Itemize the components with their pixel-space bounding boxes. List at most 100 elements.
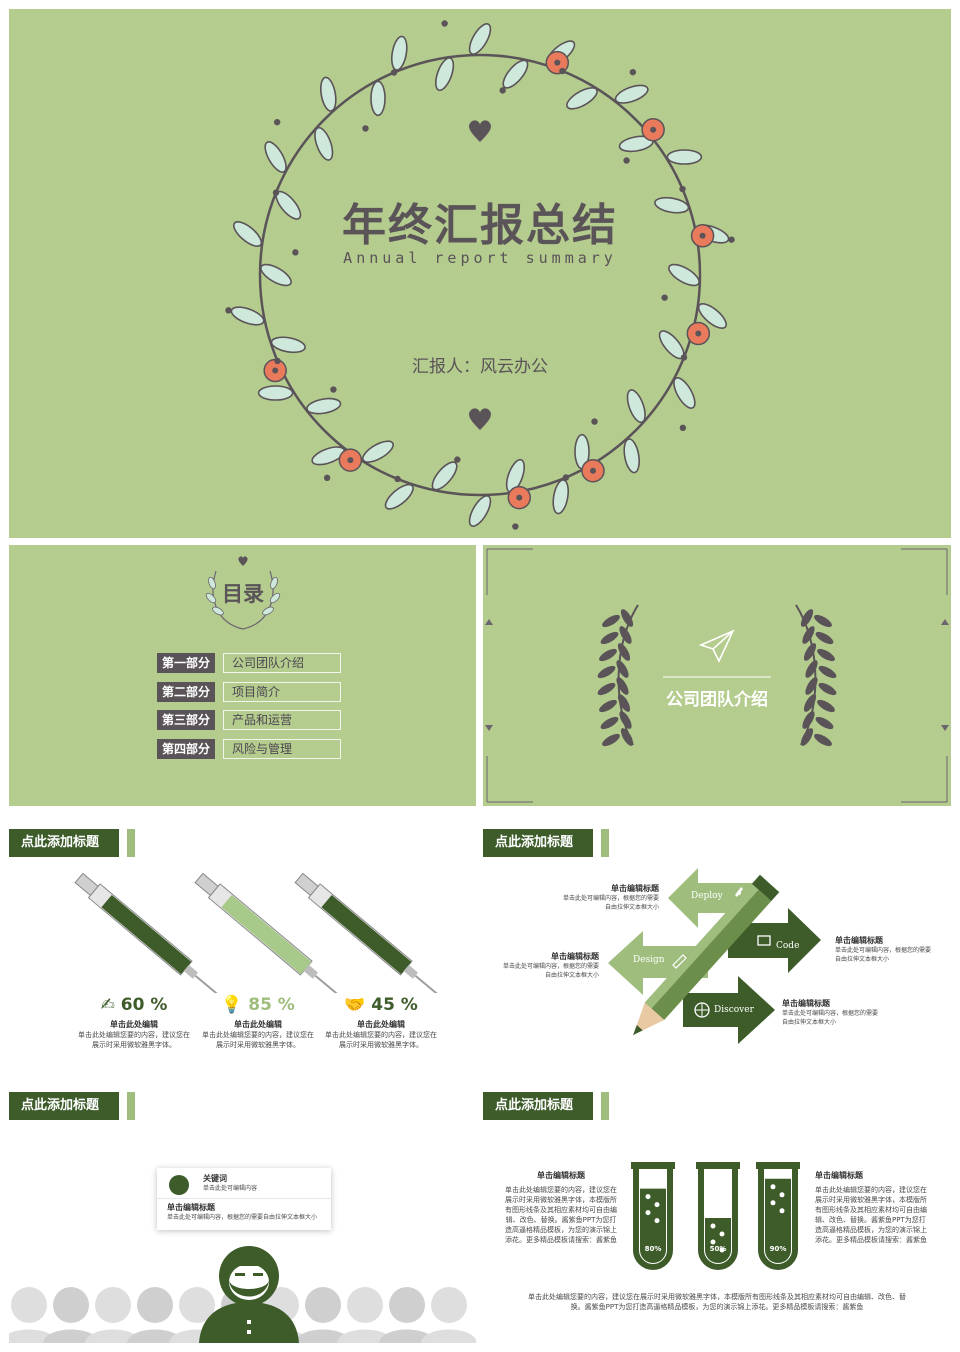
heart-icon <box>469 120 491 142</box>
block-title: 单击编辑标题 <box>835 936 883 945</box>
edit-desc: 单击此处可编辑内容，根据您的需要自由拉伸文本框大小 <box>167 1214 318 1221</box>
leaf-icon <box>233 221 263 247</box>
tube-level-label: 90% <box>770 1245 787 1253</box>
cover-title: 年终汇报总结 <box>342 200 618 251</box>
left-title: 单击编辑标题 <box>537 1171 585 1180</box>
heading-accent <box>127 829 135 857</box>
slide-heading: 点此添加标题 <box>9 829 135 857</box>
leaf-icon <box>666 149 703 165</box>
toc-slide: 目录 第一部分 公司团队介绍 第二部分 项目简介 第三部分 产品和运营 第四部分… <box>9 545 476 806</box>
heading-accent <box>601 1092 609 1120</box>
pen-icon <box>672 954 687 969</box>
leaf-icon <box>270 336 306 354</box>
keyword-desc: 单击此处可编辑内容 <box>203 1185 258 1192</box>
leaf-icon <box>311 446 346 466</box>
syringe-slide: 点此添加标题 ✍ 60 % 单击此处编辑 单击此处编辑您要的内容，建议您在展示时… <box>9 813 476 1061</box>
leaf-icon <box>552 479 570 515</box>
toc-item-3[interactable]: 第三部分 产品和运营 <box>157 710 341 730</box>
crowd-graphic <box>9 1246 476 1343</box>
arrow-label-design: Design <box>633 955 665 965</box>
slide-heading: 点此添加标题 <box>483 1092 609 1120</box>
leaf-icon <box>230 306 265 326</box>
block-desc: 单击此处可编辑内容，根据您的需要自由拉伸文本框大小 <box>782 1010 879 1026</box>
leaf-icon <box>468 495 492 527</box>
block-desc: 单击此处可编辑内容，根据您的需要自由拉伸文本框大小 <box>563 895 660 911</box>
monitor-icon <box>757 935 771 946</box>
toc-item-tag: 第一部分 <box>157 653 215 673</box>
slide-heading: 点此添加标题 <box>483 829 609 857</box>
left-desc: 单击此处编辑您要的内容，建议您在展示时采用微软雅黑字体，本模版所有图形线条及其相… <box>505 1186 617 1244</box>
slide-heading-text: 点此添加标题 <box>483 1092 593 1120</box>
syringe-item-2: 💡 85 % 单击此处编辑 单击此处编辑您要的内容，建议您在展示时采用微软雅黑字… <box>199 995 317 1050</box>
leaf-icon <box>314 126 334 161</box>
toc-item-4[interactable]: 第四部分 风险与管理 <box>157 739 341 759</box>
tubes-left-text: 单击编辑标题 单击此处编辑您要的内容，建议您在展示时采用微软雅黑字体，本模版所有… <box>505 1170 617 1245</box>
leaf-icon <box>257 385 294 401</box>
block-title: 单击编辑标题 <box>551 952 599 961</box>
toc-item-label: 项目简介 <box>223 682 341 702</box>
decorative-frame <box>485 548 949 803</box>
block-desc: 单击此处可编辑内容，根据您的需要自由拉伸文本框大小 <box>835 947 932 963</box>
item-title: 单击此处编辑 <box>357 1020 405 1029</box>
leaf-icon <box>566 87 598 110</box>
arrow-design <box>608 931 708 995</box>
item-title: 单击此处编辑 <box>234 1020 282 1029</box>
leaf-icon <box>623 438 640 474</box>
tubes-slide: 点此添加标题 80% 50% 90% 单击编辑标题 单击此处编辑您要的内容，建议您在… <box>483 1080 951 1343</box>
toc-item-tag: 第四部分 <box>157 739 215 759</box>
lightbulb-icon: 💡 <box>221 995 243 1015</box>
text-block-1: 单击编辑标题 单击此处可编辑内容，根据您的需要自由拉伸文本框大小 <box>563 883 659 912</box>
syringe-item-1: ✍ 60 % 单击此处编辑 单击此处编辑您要的内容，建议您在展示时采用微软雅黑字… <box>75 995 193 1050</box>
tubes-right-text: 单击编辑标题 单击此处编辑您要的内容，建议您在展示时采用微软雅黑字体，本模版所有… <box>815 1170 927 1245</box>
handshake-icon: 🤝 <box>344 995 366 1015</box>
heading-accent <box>127 1092 135 1120</box>
right-title: 单击编辑标题 <box>815 1171 863 1180</box>
pencil-arrows-graphic <box>608 868 821 1044</box>
cover-subtitle: Annual report summary <box>343 249 617 267</box>
syringe-item-3: 🤝 45 % 单击此处编辑 单击此处编辑您要的内容，建议您在展示时采用微软雅黑字… <box>322 995 440 1050</box>
leaf-icon <box>502 59 529 89</box>
slide-heading: 点此添加标题 <box>9 1092 135 1120</box>
arrow-label-code: Code <box>776 941 800 951</box>
hand-icon: ✍ <box>100 995 115 1015</box>
rocket-icon <box>735 887 743 897</box>
arrow-label-deploy: Deploy <box>691 891 723 901</box>
leaf-icon <box>468 23 492 55</box>
people-slide: 点此添加标题 关键词 单击此处可编辑内容 单击编辑标题 单击此处可编辑内容，根据… <box>9 1080 476 1343</box>
toc-item-label: 风险与管理 <box>223 739 341 759</box>
toc-item-label: 产品和运营 <box>223 710 341 730</box>
leaf-icon <box>384 483 414 510</box>
keyword-title: 关键词 <box>203 1174 227 1183</box>
edit-title: 单击编辑标题 <box>167 1203 215 1212</box>
leaf-icon <box>260 263 292 287</box>
slide-heading-text: 点此添加标题 <box>9 829 119 857</box>
tube-level-label: 50% <box>710 1245 727 1253</box>
item-desc: 单击此处编辑您要的内容，建议您在展示时采用微软雅黑字体。 <box>202 1031 314 1049</box>
leaf-icon <box>697 303 727 329</box>
tubes-footer: 单击此处编辑您要的内容，建议您在展示时采用微软雅黑字体，本模版所有图形线条及其相… <box>528 1293 906 1311</box>
block-title: 单击编辑标题 <box>611 884 659 893</box>
block-title: 单击编辑标题 <box>782 999 830 1008</box>
leaf-icon <box>264 141 287 173</box>
toc-item-1[interactable]: 第一部分 公司团队介绍 <box>157 653 341 673</box>
leaf-icon <box>390 35 408 71</box>
tube-level-label: 80% <box>645 1245 662 1253</box>
syringe-graphics <box>74 872 442 993</box>
section-slide: 公司团队介绍 <box>483 545 951 806</box>
leaf-icon <box>306 397 342 415</box>
toc-item-tag: 第三部分 <box>157 710 215 730</box>
heart-icon <box>469 408 491 430</box>
heading-accent <box>601 829 609 857</box>
toc-item-tag: 第二部分 <box>157 682 215 702</box>
cover-reporter: 汇报人：风云办公 <box>412 357 548 377</box>
cover-slide: 年终汇报总结 Annual report summary 汇报人：风云办公 <box>9 9 951 538</box>
slide-heading-text: 点此添加标题 <box>9 1092 119 1120</box>
text-block-4: 单击编辑标题 单击此处可编辑内容，根据您的需要自由拉伸文本框大小 <box>782 998 878 1027</box>
toc-item-label: 公司团队介绍 <box>223 653 341 673</box>
leaf-icon <box>626 389 646 424</box>
keyword-card: 关键词 单击此处可编辑内容 单击编辑标题 单击此处可编辑内容，根据您的需要自由拉… <box>157 1168 331 1230</box>
toc-item-2[interactable]: 第二部分 项目简介 <box>157 682 341 702</box>
floral-wreath <box>225 20 735 530</box>
keyword-bullet <box>169 1175 189 1195</box>
item-title: 单击此处编辑 <box>110 1020 158 1029</box>
